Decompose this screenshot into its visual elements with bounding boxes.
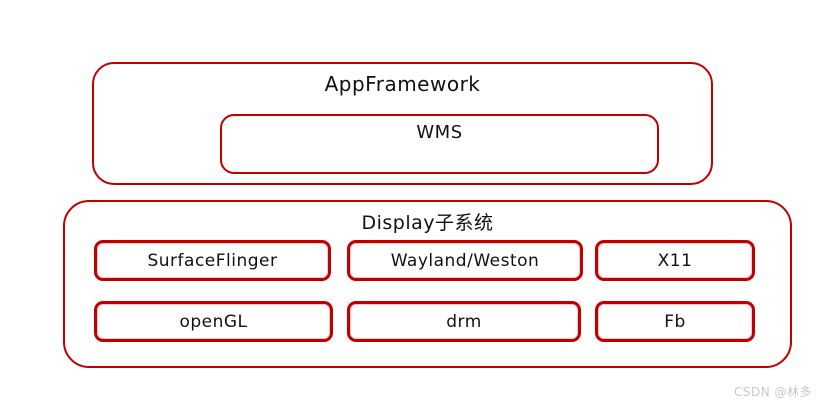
display-subsystem-title: Display子系统 — [361, 212, 494, 234]
wms-label: WMS — [416, 122, 463, 143]
x11-box: X11 — [595, 240, 755, 281]
surfaceflinger-label: SurfaceFlinger — [147, 250, 278, 271]
wayland-weston-box: Wayland/Weston — [347, 240, 583, 281]
csdn-watermark: CSDN @林多 — [733, 385, 812, 399]
wayland-weston-label: Wayland/Weston — [390, 250, 540, 271]
surfaceflinger-box: SurfaceFlinger — [94, 240, 331, 281]
drm-label: drm — [446, 311, 482, 332]
opengl-label: openGL — [179, 311, 248, 332]
appframework-box: AppFramework WMS — [92, 62, 713, 185]
fb-label: Fb — [664, 311, 686, 332]
opengl-box: openGL — [94, 301, 333, 342]
wms-box: WMS — [220, 114, 659, 174]
drm-box: drm — [347, 301, 581, 342]
appframework-title: AppFramework — [324, 72, 481, 96]
display-subsystem-box: Display子系统 SurfaceFlinger Wayland/Weston… — [63, 200, 792, 368]
fb-box: Fb — [595, 301, 755, 342]
x11-label: X11 — [657, 250, 693, 271]
